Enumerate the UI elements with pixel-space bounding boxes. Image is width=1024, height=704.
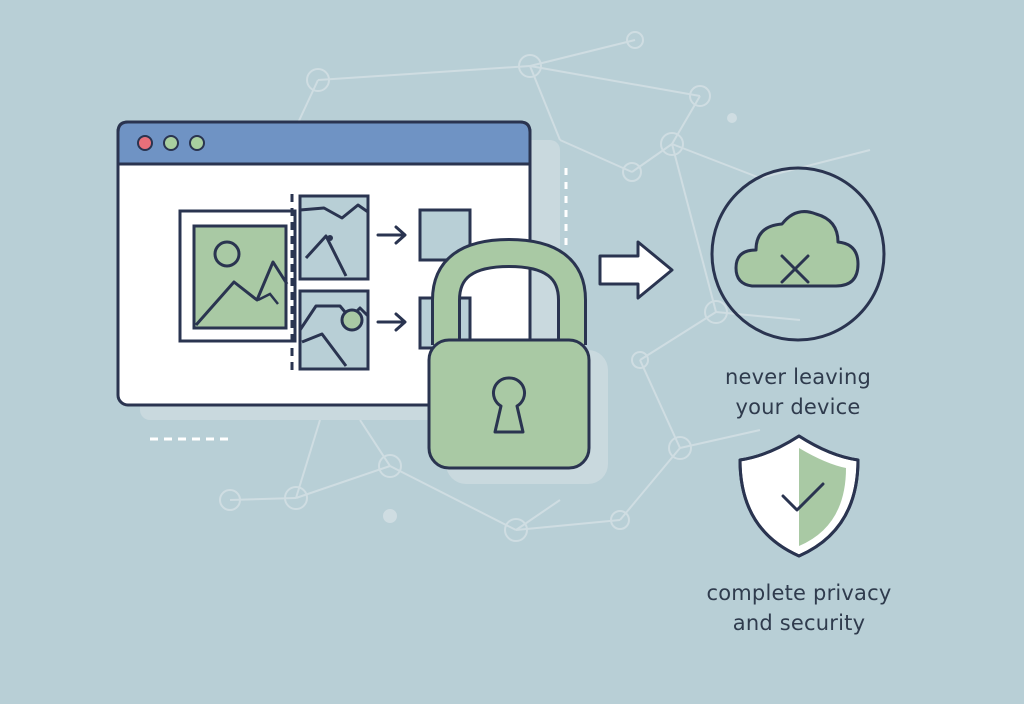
original-image-icon (178, 209, 297, 343)
caption-privacy-line1: complete privacy (706, 581, 892, 605)
image-slice-bottom-icon (298, 289, 370, 371)
window-dot-green-2 (189, 135, 205, 151)
caption-privacy-line2: and security (732, 611, 866, 635)
arrow-right-icon (376, 312, 407, 332)
padlock-icon (427, 237, 608, 484)
window-dot-green (163, 135, 179, 151)
arrow-right-icon (598, 240, 674, 300)
network-background (219, 31, 871, 542)
arrow-right-icon (376, 225, 407, 245)
shield-check-icon (738, 434, 860, 558)
caption-device-line2: your device (735, 395, 861, 419)
caption-privacy: complete privacy and security (639, 578, 959, 638)
image-slice-top-icon (298, 194, 370, 281)
keyhole-icon (491, 376, 527, 434)
window-dot-red (137, 135, 153, 151)
caption-device-line1: never leaving (724, 365, 871, 389)
cloud-off-icon (710, 166, 886, 342)
caption-device: never leaving your device (638, 362, 958, 422)
